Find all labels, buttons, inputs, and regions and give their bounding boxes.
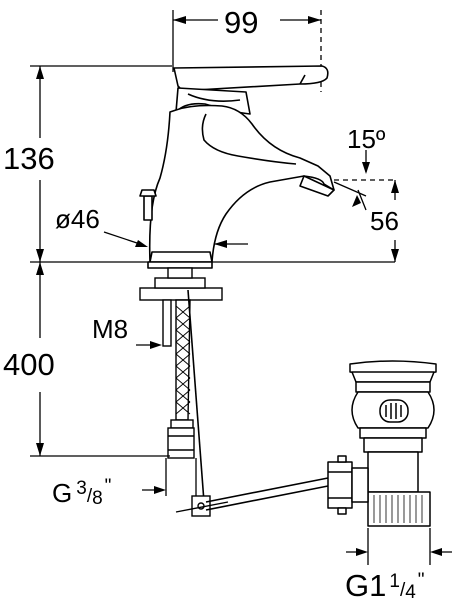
dimension-waste-thread [346, 528, 452, 565]
dimension-angle-label: 15º [347, 124, 386, 154]
faucet-body [139, 65, 335, 269]
dimension-hose-length [30, 262, 170, 457]
dimension-spout-height [391, 180, 399, 262]
dimension-width-top [172, 10, 322, 92]
dimension-angle [333, 150, 395, 211]
dimension-width-label: 99 [224, 5, 258, 40]
dimension-hose-label: 400 [3, 347, 55, 382]
thread-size-label: M8 [92, 314, 128, 344]
mounting-assembly [139, 267, 329, 517]
dimension-spout-label: 56 [370, 206, 399, 236]
dimension-base-diameter [103, 231, 248, 248]
dimension-diameter-label: ø46 [55, 204, 100, 234]
thread-leader [136, 341, 162, 349]
dimension-height-label: 136 [3, 141, 55, 176]
waste-valve [327, 360, 437, 527]
dimension-inlet-thread [142, 458, 197, 496]
